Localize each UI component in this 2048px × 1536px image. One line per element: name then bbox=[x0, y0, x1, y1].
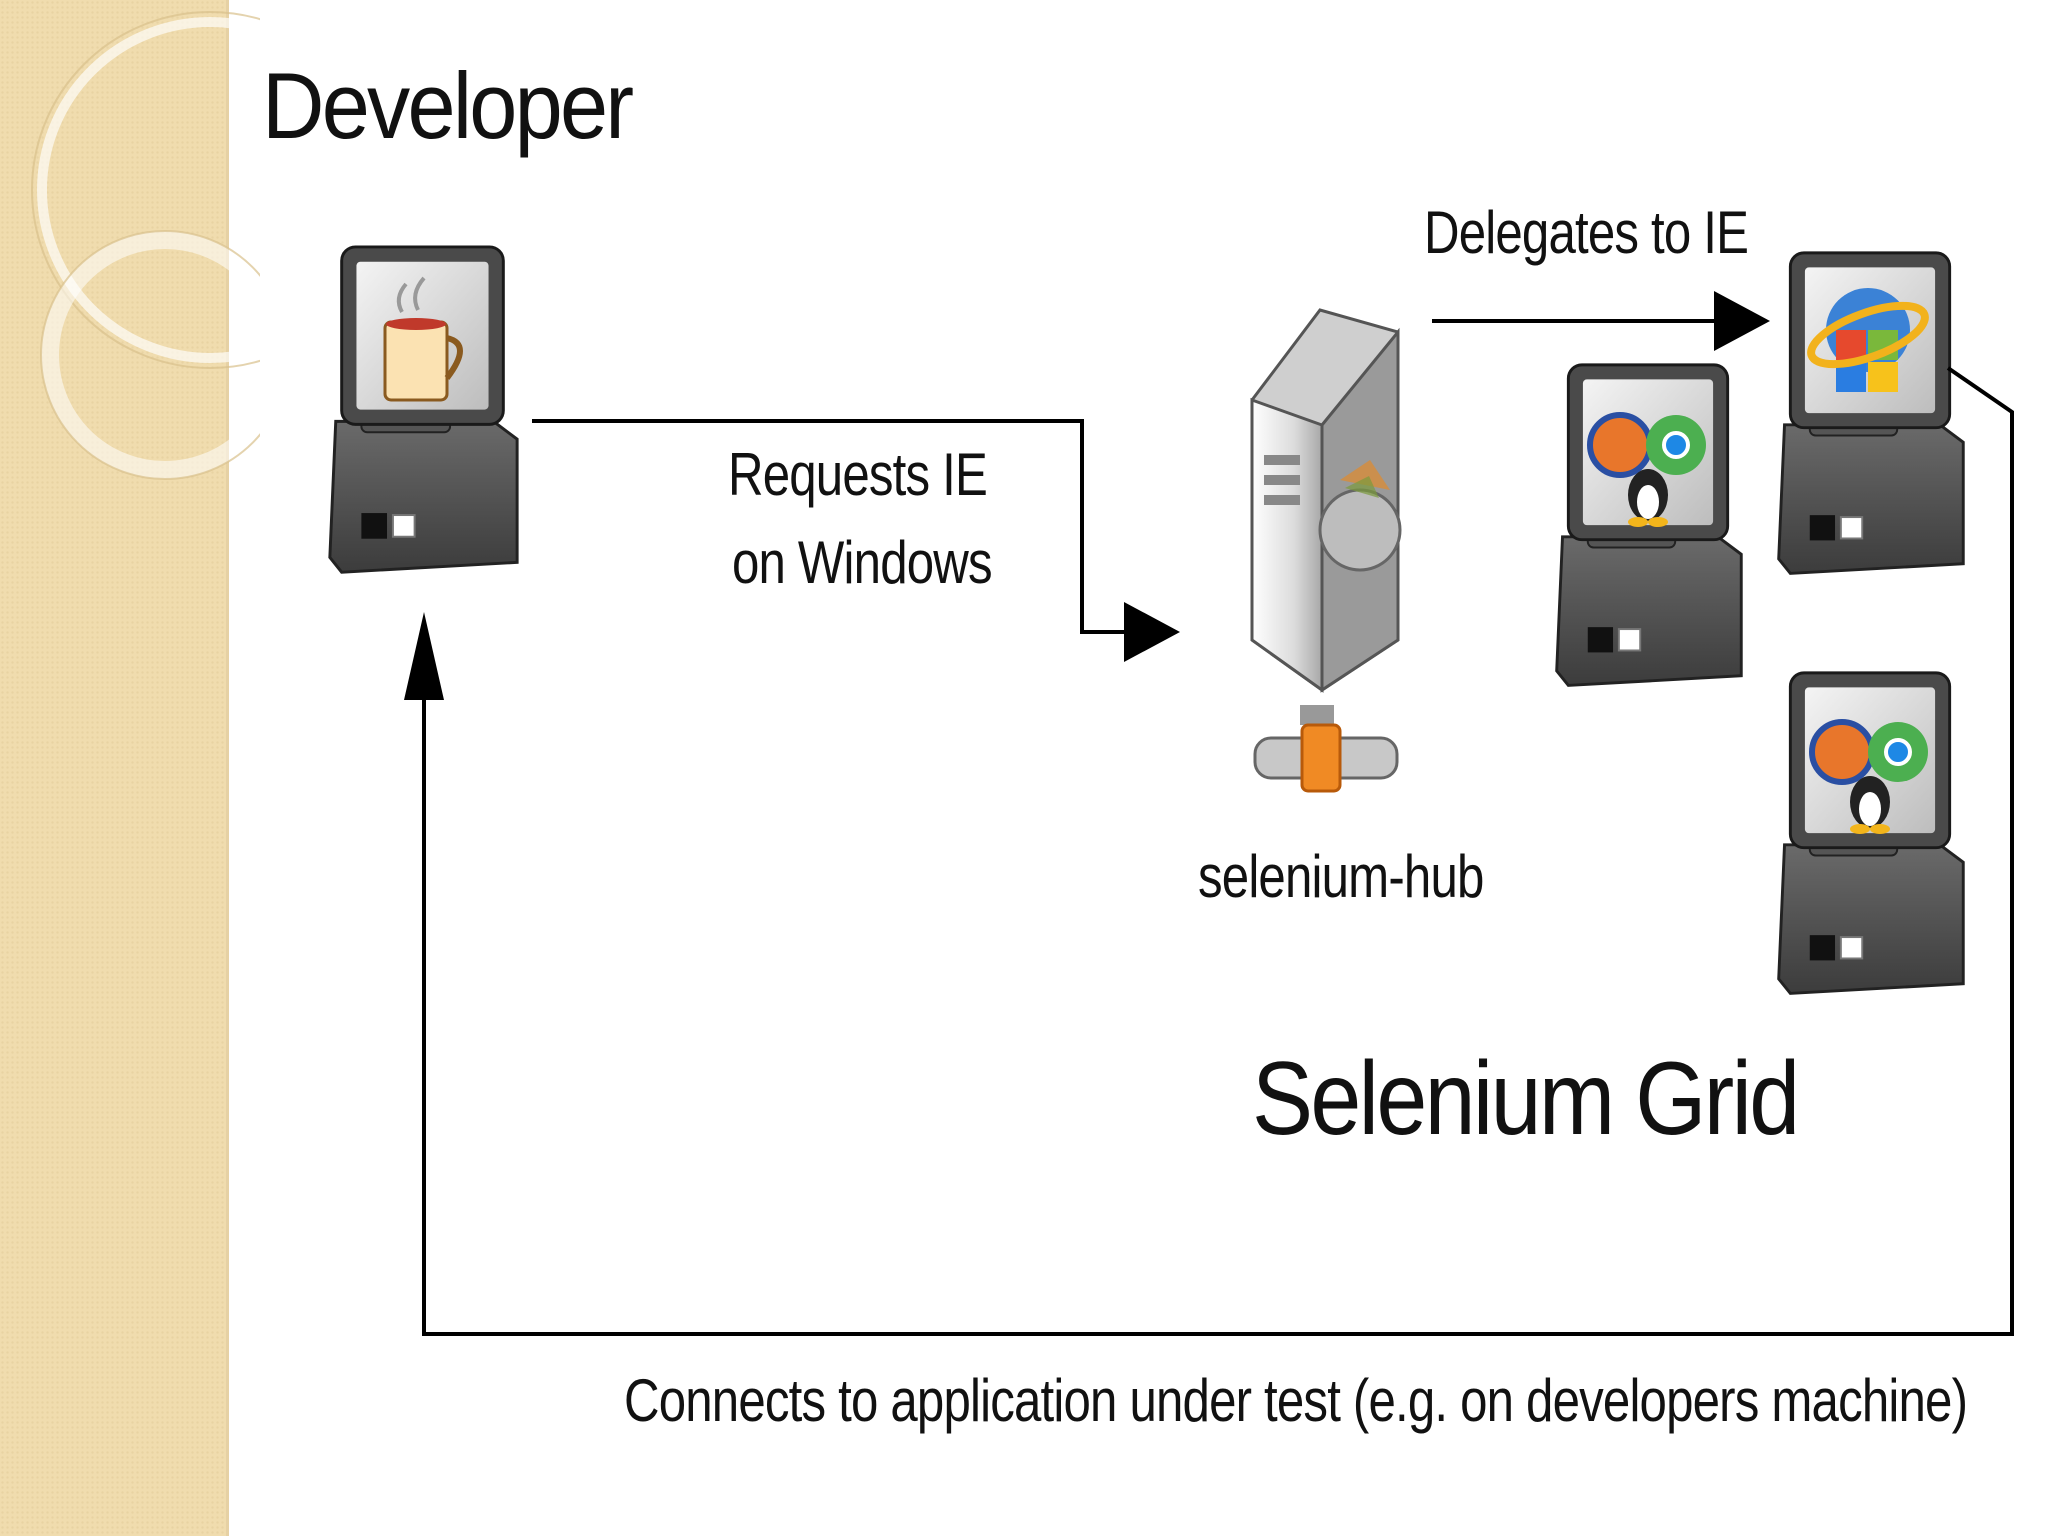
requests-label-line1: Requests IE bbox=[728, 441, 988, 508]
windows-ie-node-icon bbox=[1777, 251, 1965, 575]
connect-back-arrow bbox=[404, 366, 2014, 1336]
requests-label-line2: on Windows bbox=[732, 529, 993, 596]
sidebar-edge bbox=[226, 0, 229, 1536]
java-cup-icon bbox=[383, 276, 463, 402]
developer-computer-icon bbox=[328, 245, 519, 574]
selenium-hub-server-icon bbox=[1250, 308, 1402, 793]
decorative-rings bbox=[31, 11, 260, 480]
page-title: Developer bbox=[262, 53, 634, 158]
hub-label: selenium-hub bbox=[1198, 843, 1484, 910]
connects-label: Connects to application under test (e.g.… bbox=[624, 1367, 1968, 1434]
linux-node-2-icon bbox=[1777, 671, 1965, 995]
grid-title: Selenium Grid bbox=[1252, 1041, 1800, 1157]
request-arrow bbox=[532, 419, 1180, 662]
linux-node-1-icon bbox=[1555, 363, 1743, 687]
delegate-arrow bbox=[1432, 291, 1770, 351]
delegates-label: Delegates to IE bbox=[1424, 199, 1749, 266]
